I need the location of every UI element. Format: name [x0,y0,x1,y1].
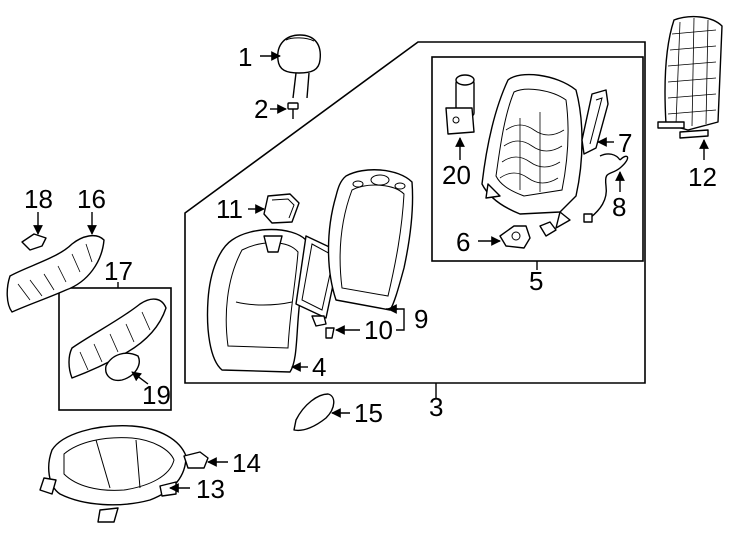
cushion-clip-part[interactable] [183,451,209,469]
seat-back-frame-rear-part[interactable] [657,15,723,139]
callout-18: 18 [24,184,53,214]
seat-back-frame-part[interactable] [481,73,583,229]
outer-side-shield-part[interactable] [6,234,105,313]
callout-10: 10 [364,315,393,345]
callout-8: 8 [612,192,626,222]
callout-11: 11 [216,194,243,224]
callout-17: 17 [104,256,133,286]
seat-cushion-part[interactable] [39,425,187,523]
leader-19 [131,371,149,385]
group-box-seat-back-assembly [184,41,646,384]
seat-back-rear-panel-part[interactable] [327,169,414,311]
wire-harness-part[interactable] [583,153,629,223]
callout-16: 16 [77,184,106,214]
callout-1: 1 [238,42,252,72]
knob-cover-part[interactable] [105,352,140,382]
callout-12: 12 [688,162,717,192]
clip-part[interactable] [311,315,335,339]
headrest-part[interactable] [277,34,321,99]
callout-13: 13 [196,474,225,504]
callout-20: 20 [442,160,471,190]
headrest-guide-part[interactable] [287,102,299,119]
trim-bracket-part[interactable] [21,233,47,251]
callout-19: 19 [142,380,171,410]
callout-14: 14 [232,448,261,478]
callout-7: 7 [618,128,632,158]
callout-2: 2 [254,94,268,124]
seat-back-cushion-part[interactable] [206,228,311,373]
inner-side-shield-part[interactable] [68,298,167,379]
lever-cover-part[interactable] [293,393,335,432]
lumbar-actuator-part[interactable] [445,74,475,135]
callout-4: 4 [312,352,326,382]
trim-cover-part[interactable] [263,193,300,224]
group-box-side-shield [58,287,172,411]
recliner-part[interactable] [499,221,557,249]
callout-5: 5 [529,266,543,296]
side-airbag-bracket-part[interactable] [581,89,609,155]
callout-9: 9 [414,304,428,334]
callout-3: 3 [429,392,443,422]
callout-6: 6 [456,227,470,257]
callout-15: 15 [354,398,383,428]
